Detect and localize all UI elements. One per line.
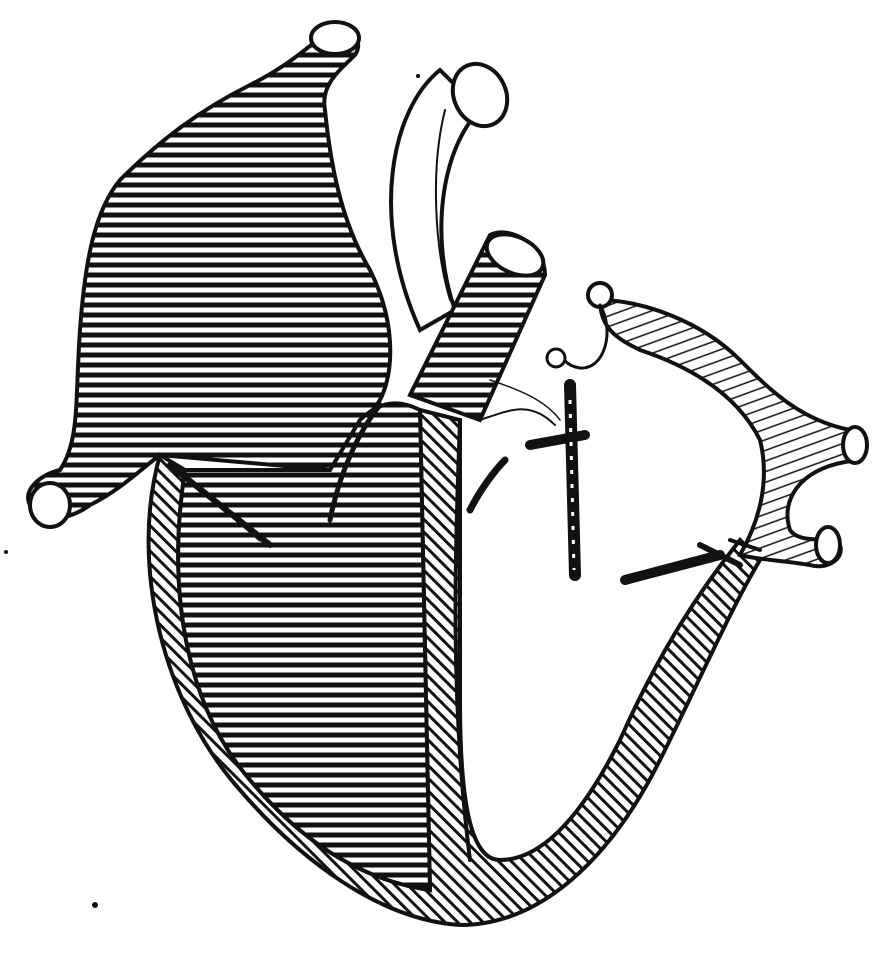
right-ventricle [178, 403, 430, 890]
pulmonary-vein-opening-2 [816, 527, 840, 563]
pulmonary-vein-opening-1 [843, 427, 867, 463]
pulmonary-vein-small-opening [588, 283, 612, 307]
right-atrium [28, 29, 390, 518]
valve-leaflet [470, 460, 505, 510]
inferior-vena-cava-opening [30, 483, 70, 527]
small-vessel-opening [547, 349, 565, 367]
valve-probe-2 [570, 385, 575, 575]
superior-vena-cava-opening [311, 22, 359, 54]
valve-probe-3 [625, 555, 720, 580]
